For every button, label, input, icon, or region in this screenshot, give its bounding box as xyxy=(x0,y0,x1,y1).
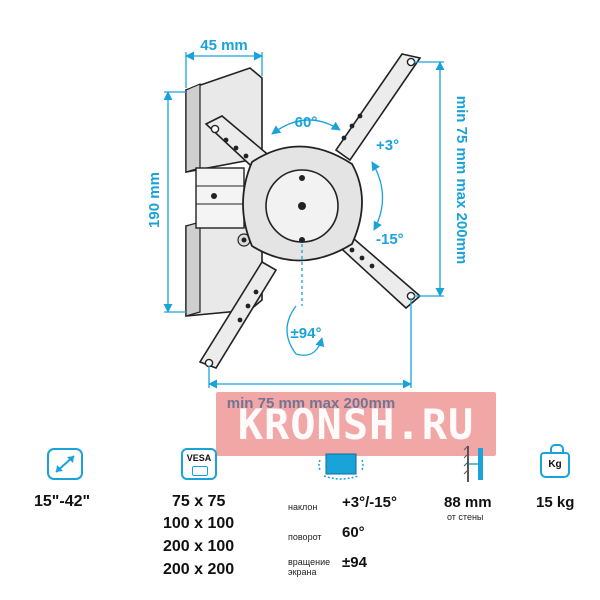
rotation-arc xyxy=(271,119,341,135)
rotation-label: 60° xyxy=(295,114,318,131)
tilt-value: +3°/-15° xyxy=(342,494,397,511)
monitor-motion-icon xyxy=(318,453,364,480)
screen-size-value: 15"-42" xyxy=(34,493,91,510)
swivel-caption: поворот xyxy=(288,532,322,542)
wall-distance-caption: от стены xyxy=(447,512,484,522)
max-load-value: 15 kg xyxy=(536,494,575,511)
height-label: 190 mm xyxy=(146,172,163,228)
rotation-caption-1: вращение xyxy=(288,557,331,567)
tilt-down-label: -15° xyxy=(376,231,404,248)
screen-diagonal-icon xyxy=(47,448,83,480)
vesa-vertical-label: min 75 mm max 200mm xyxy=(453,96,470,264)
swivel-label: ±94° xyxy=(291,325,322,342)
vesa-size-2: 100 x 100 xyxy=(163,515,235,532)
tilt-up-label: +3° xyxy=(376,137,399,154)
wall-distance-value: 88 mm xyxy=(444,494,492,511)
rotation-caption-2: экрана xyxy=(288,567,317,577)
center-plate xyxy=(242,145,363,262)
vesa-horizontal-label: min 75 mm max 200mm xyxy=(227,395,395,412)
wall-distance-icon xyxy=(463,445,483,482)
weight-badge-text: Kg xyxy=(548,459,562,470)
vesa-badge-text: VESA xyxy=(186,453,212,463)
vesa-badge-icon: VESA xyxy=(181,448,217,480)
wall-bracket xyxy=(185,67,263,317)
tilt-caption: наклон xyxy=(288,502,318,512)
tilt-arc xyxy=(371,161,384,231)
rotation-value: ±94 xyxy=(342,554,367,571)
swivel-arc xyxy=(286,305,325,356)
vesa-size-1: 75 x 75 xyxy=(172,493,226,510)
watermark: KRONSH.RU xyxy=(216,392,496,456)
swivel-value: 60° xyxy=(342,524,365,541)
vesa-size-4: 200 x 200 xyxy=(163,561,235,578)
weight-icon: Kg xyxy=(538,444,572,480)
vesa-size-3: 200 x 100 xyxy=(163,538,235,555)
width-label: 45 mm xyxy=(200,37,248,54)
